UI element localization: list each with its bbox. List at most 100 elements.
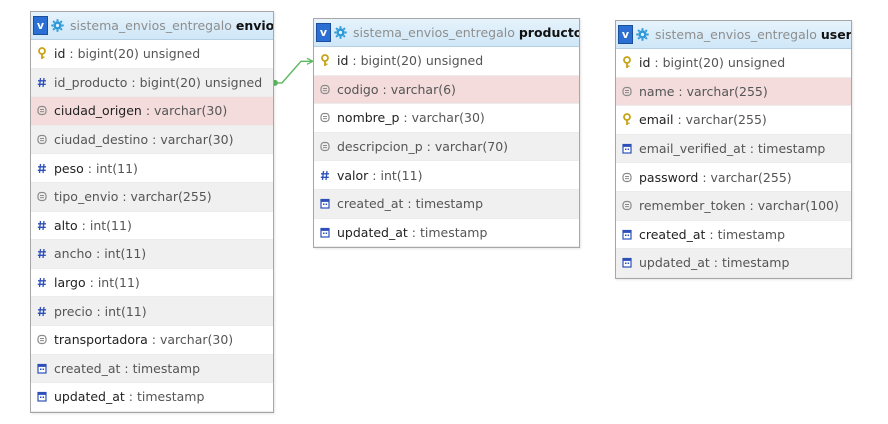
column-name: ancho: [54, 246, 93, 262]
column-name: name: [639, 83, 675, 99]
text-icon: [36, 190, 48, 204]
hash-icon: [36, 75, 48, 89]
column-name: email: [639, 112, 674, 128]
column-type: bigint(20) unsigned: [139, 74, 263, 90]
column-name: created_at: [337, 196, 404, 212]
calendar-icon: [621, 256, 633, 270]
column-row[interactable]: updated_at : timestamp: [616, 249, 851, 278]
gear-icon[interactable]: [51, 19, 64, 32]
column-type: varchar(100): [757, 198, 839, 214]
column-name: valor: [337, 167, 369, 183]
hash-icon: [36, 161, 48, 175]
column-row[interactable]: created_at : timestamp: [616, 221, 851, 250]
column-row[interactable]: email_verified_at : timestamp: [616, 134, 851, 164]
column-separator: :: [709, 255, 722, 271]
gear-icon[interactable]: [636, 28, 649, 41]
column-name: id: [639, 55, 651, 71]
column-name: email_verified_at: [639, 141, 746, 157]
column-type: int(11): [104, 246, 147, 262]
column-row[interactable]: email : varchar(255): [616, 106, 851, 135]
column-separator: :: [120, 360, 133, 376]
column-name: descripcion_p: [337, 139, 423, 155]
column-name: ciudad_destino: [54, 132, 149, 148]
column-type: int(11): [97, 275, 140, 291]
column-separator: :: [92, 303, 105, 319]
column-type: timestamp: [757, 141, 826, 157]
text-icon: [319, 111, 331, 125]
column-row[interactable]: precio : int(11): [31, 297, 273, 326]
column-row[interactable]: largo : int(11): [31, 269, 273, 298]
column-row[interactable]: ciudad_destino : varchar(30): [31, 125, 273, 155]
column-separator: :: [127, 74, 140, 90]
column-row[interactable]: codigo : varchar(6): [314, 75, 579, 105]
text-icon: [621, 170, 633, 184]
collapse-toggle-icon[interactable]: v: [33, 16, 48, 35]
calendar-icon: [621, 142, 633, 156]
column-row[interactable]: id : bigint(20) unsigned: [616, 49, 851, 78]
column-row[interactable]: transportadora : varchar(30): [31, 326, 273, 355]
column-type: timestamp: [136, 389, 205, 405]
column-row[interactable]: id : bigint(20) unsigned: [31, 40, 273, 69]
column-row[interactable]: remember_token : varchar(100): [616, 191, 851, 221]
column-type: int(11): [380, 167, 423, 183]
column-row[interactable]: password : varchar(255): [616, 163, 851, 192]
column-row[interactable]: nombre_p : varchar(30): [314, 104, 579, 133]
column-row[interactable]: updated_at : timestamp: [31, 383, 273, 412]
column-row[interactable]: ancho : int(11): [31, 240, 273, 269]
key-icon: [621, 56, 633, 70]
column-row[interactable]: created_at : timestamp: [31, 354, 273, 384]
column-separator: :: [698, 169, 711, 185]
column-row[interactable]: alto : int(11): [31, 212, 273, 241]
column-type: varchar(255): [686, 83, 768, 99]
column-row[interactable]: peso : int(11): [31, 154, 273, 183]
column-name: created_at: [639, 226, 706, 242]
column-separator: :: [403, 196, 416, 212]
column-name: created_at: [54, 360, 121, 376]
column-type: bigint(20) unsigned: [662, 55, 786, 71]
column-row[interactable]: id_producto : bigint(20) unsigned: [31, 68, 273, 98]
column-name: remember_token: [639, 198, 746, 214]
hash-icon: [36, 304, 48, 318]
column-type: int(11): [89, 217, 132, 233]
key-icon: [621, 113, 633, 127]
collapse-toggle-icon[interactable]: v: [618, 25, 633, 44]
collapse-toggle-icon[interactable]: v: [316, 23, 331, 42]
column-name: updated_at: [337, 224, 408, 240]
gear-icon[interactable]: [334, 26, 347, 39]
column-name: peso: [54, 160, 84, 176]
column-name: nombre_p: [337, 110, 400, 126]
calendar-icon: [36, 390, 48, 404]
column-separator: :: [650, 55, 663, 71]
relation-line: [274, 60, 313, 84]
column-row[interactable]: tipo_envio : varchar(255): [31, 182, 273, 212]
column-row[interactable]: ciudad_origen : varchar(30): [31, 97, 273, 126]
column-row[interactable]: created_at : timestamp: [314, 189, 579, 219]
column-row[interactable]: descripcion_p : varchar(70): [314, 132, 579, 162]
column-type: timestamp: [721, 255, 790, 271]
text-icon: [319, 82, 331, 96]
column-row[interactable]: updated_at : timestamp: [314, 219, 579, 248]
column-separator: :: [92, 246, 105, 262]
table-name: productos: [518, 25, 579, 40]
column-name: password: [639, 169, 699, 185]
column-separator: :: [422, 139, 435, 155]
column-row[interactable]: id : bigint(20) unsigned: [314, 47, 579, 76]
column-row[interactable]: name : varchar(255): [616, 77, 851, 107]
column-row[interactable]: valor : int(11): [314, 161, 579, 190]
column-type: timestamp: [132, 360, 201, 376]
column-type: varchar(255): [130, 189, 212, 205]
hash-icon: [36, 218, 48, 232]
column-type: timestamp: [415, 196, 484, 212]
column-separator: :: [378, 81, 391, 97]
column-separator: :: [118, 189, 131, 205]
column-separator: :: [147, 332, 160, 348]
column-separator: :: [674, 83, 687, 99]
column-type: int(11): [104, 303, 147, 319]
database-name: sistema_envios_entregalo: [655, 27, 817, 42]
